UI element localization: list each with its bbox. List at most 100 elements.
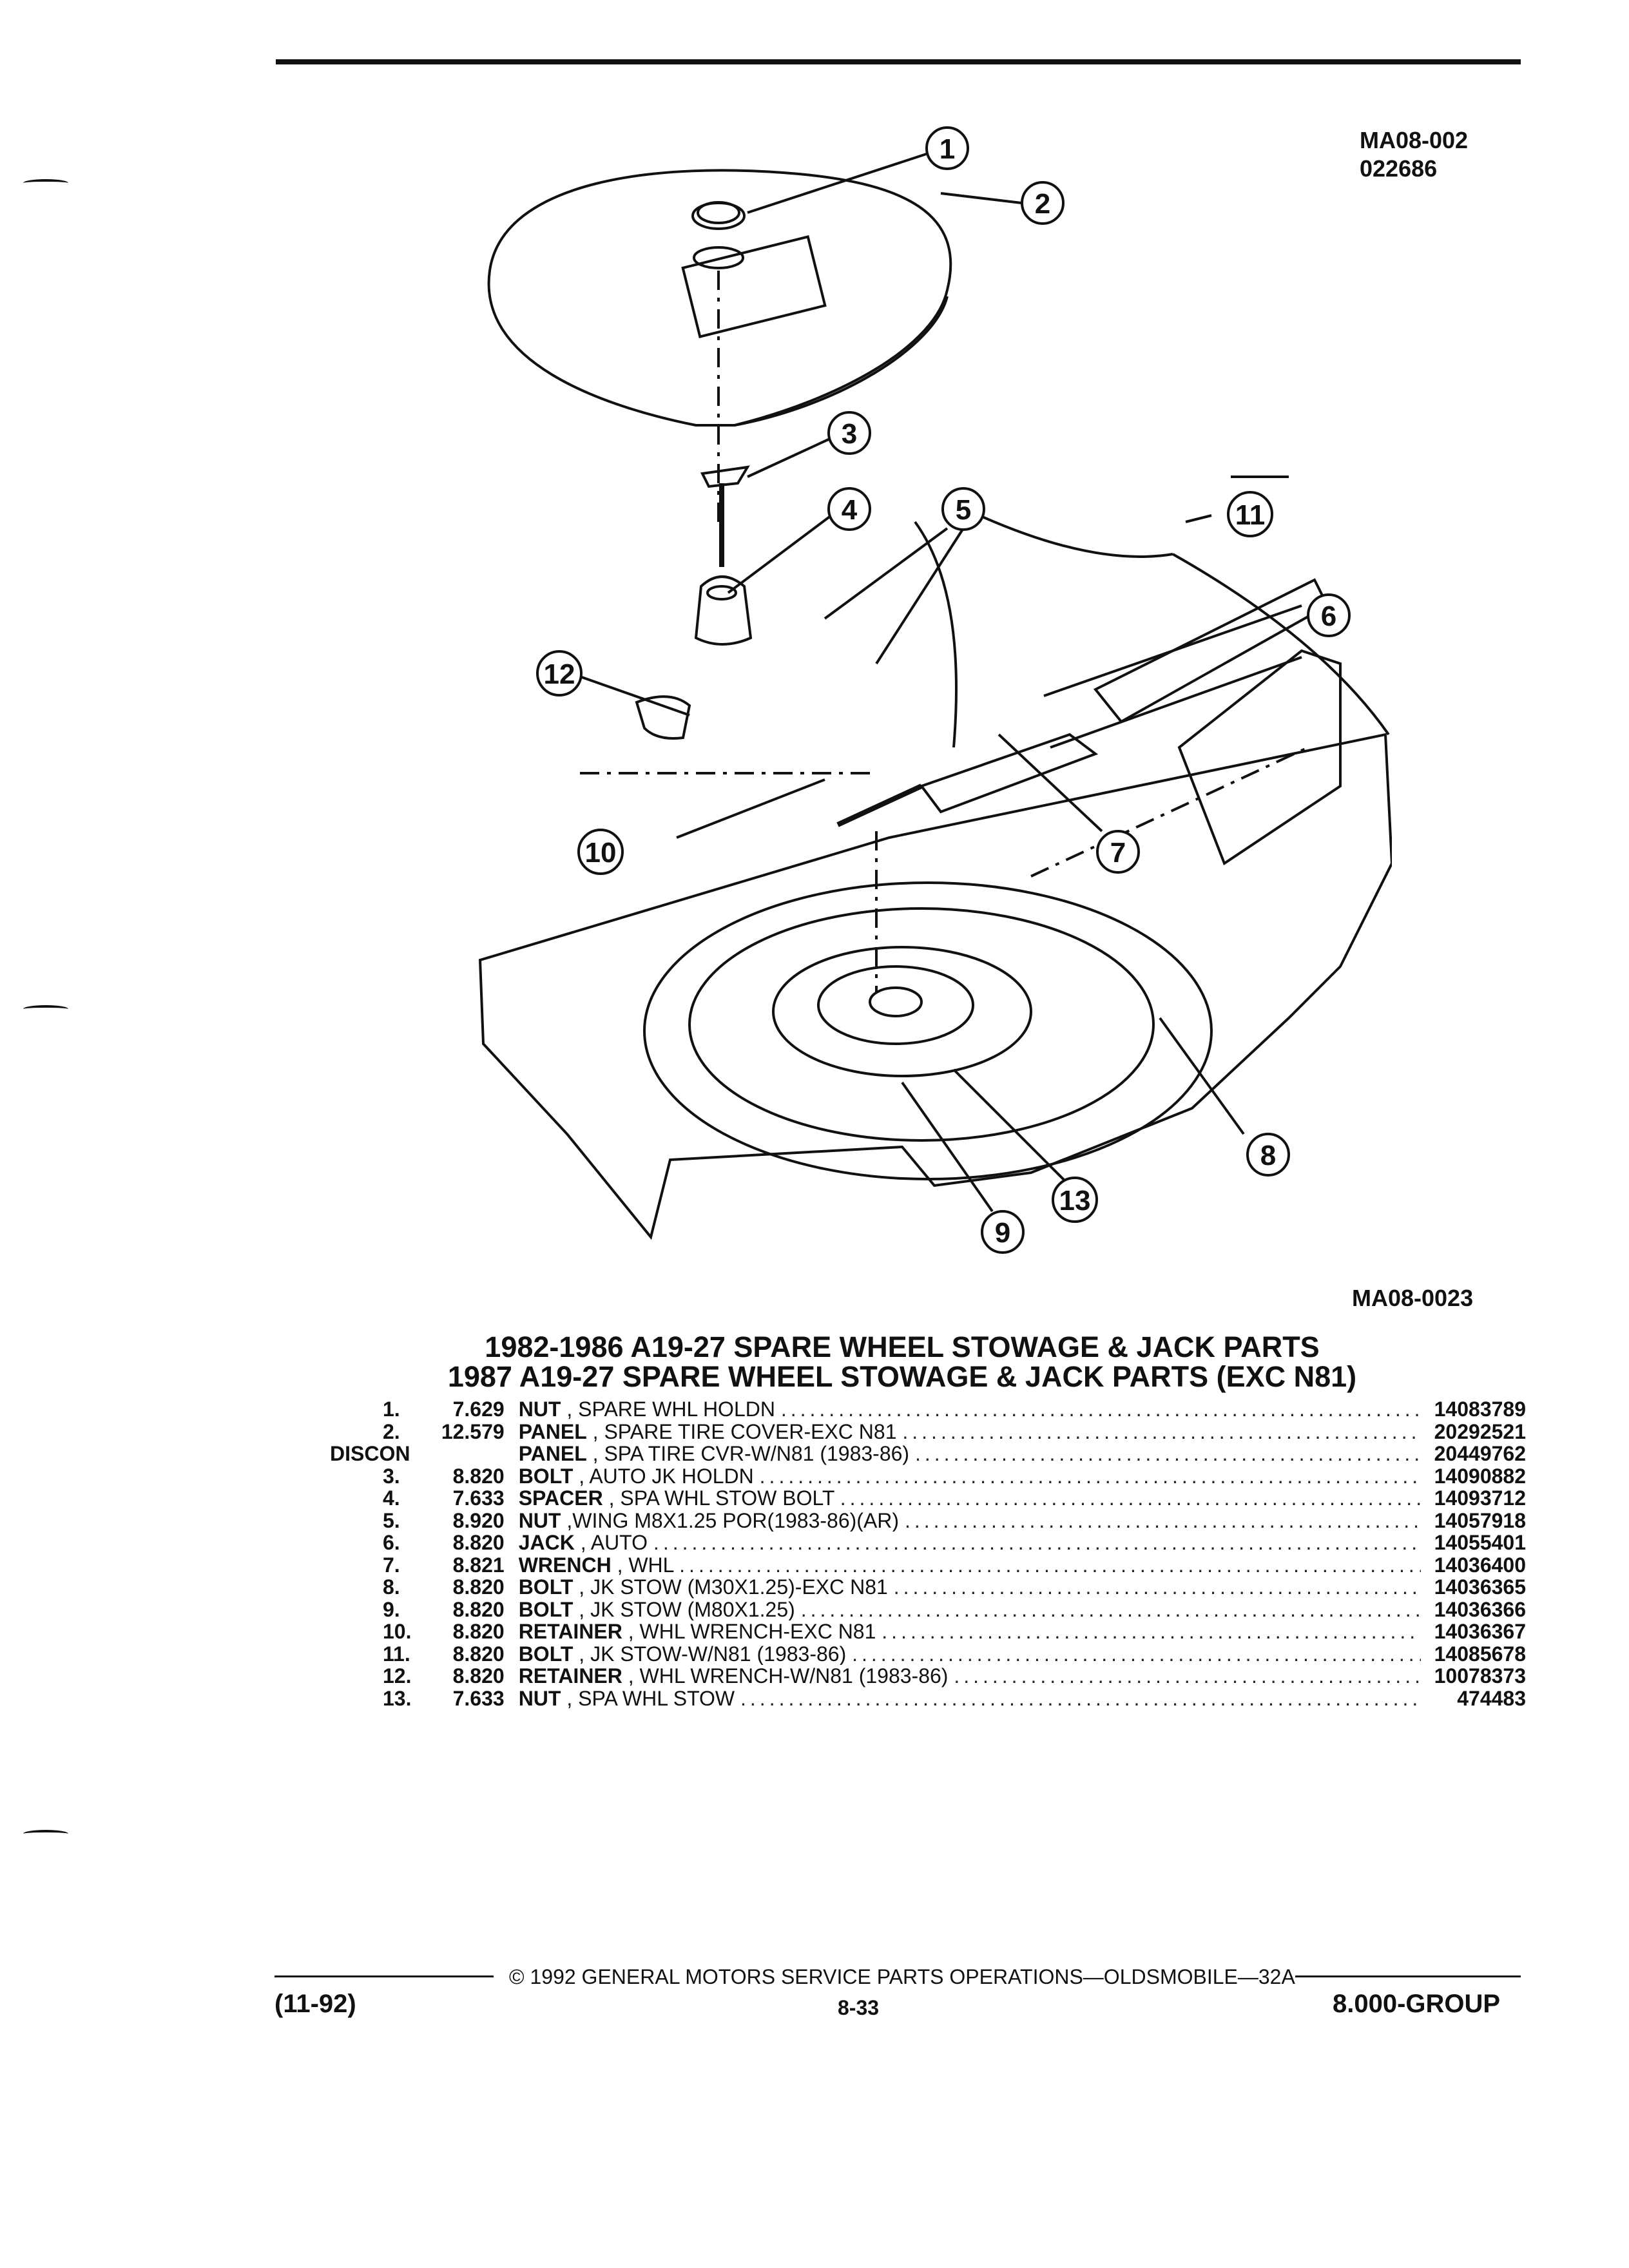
part-number: 20449762 — [1434, 1442, 1526, 1466]
part-number: 14057918 — [1434, 1508, 1526, 1532]
figure-reference: MA08-0023 — [1352, 1285, 1474, 1311]
leader-dots: ........................................… — [852, 1642, 1421, 1665]
part-detail: , AUTO JK HOLDN — [579, 1465, 754, 1487]
part-description: RETAINER , WHL WRENCH-EXC N81 ..........… — [519, 1620, 1421, 1643]
callout-9: 9 — [981, 1210, 1025, 1254]
leader-dots: ........................................… — [840, 1487, 1421, 1510]
leader-dots: ........................................… — [904, 1509, 1421, 1532]
item-number: 10. — [383, 1620, 412, 1644]
part-detail: , SPA TIRE CVR-W/N81 (1983-86) — [592, 1443, 910, 1465]
part-noun: PANEL — [518, 1443, 587, 1465]
leader-dots: ........................................… — [954, 1665, 1421, 1687]
group-code: 8.820 — [452, 1620, 505, 1644]
svg-text:8: 8 — [1260, 1140, 1276, 1171]
svg-text:7: 7 — [1110, 837, 1126, 869]
item-number: 9. — [383, 1597, 400, 1621]
item-number: 8. — [383, 1575, 400, 1599]
tire-cover-panel — [487, 169, 952, 427]
leader-dots: ........................................… — [800, 1598, 1421, 1620]
group-code: 7.633 — [452, 1686, 505, 1710]
part-number: 14090882 — [1434, 1464, 1526, 1488]
item-number: 2. — [383, 1419, 400, 1443]
callout-8: 8 — [1246, 1133, 1290, 1177]
item-number: 7. — [383, 1553, 400, 1577]
part-detail: , SPA WHL STOW — [566, 1687, 735, 1709]
part-number: 14036366 — [1434, 1597, 1526, 1621]
group-code: 8.820 — [452, 1664, 505, 1688]
parts-row: 10. 8.820 RETAINER , WHL WRENCH-EXC N81 ..… — [303, 1620, 1526, 1643]
svg-text:13: 13 — [1059, 1185, 1091, 1216]
item-number: 4. — [383, 1486, 400, 1510]
part-description: JACK , AUTO ............................… — [519, 1532, 1421, 1554]
section-title: 1987 A19-27 SPARE WHEEL STOWAGE & JACK P… — [447, 1360, 1357, 1393]
spare-tire — [643, 881, 1213, 1180]
group-code: 12.579 — [441, 1419, 505, 1443]
svg-text:12: 12 — [544, 658, 575, 690]
part-number: 14036367 — [1434, 1620, 1526, 1644]
callout-10: 10 — [577, 829, 624, 875]
svg-text:4: 4 — [842, 494, 858, 526]
parts-row: 2. 12.579 PANEL , SPARE TIRE COVER-EXC N81… — [303, 1421, 1526, 1443]
part-detail: , WHL WRENCH-EXC N81 — [628, 1620, 876, 1643]
footer-rule-right — [1295, 1975, 1521, 1977]
callout-2: 2 — [1021, 181, 1065, 225]
svg-text:6: 6 — [1321, 601, 1336, 632]
part-detail: , JK STOW-W/N81 (1983-86) — [579, 1642, 847, 1665]
part-noun: BOLT — [518, 1642, 574, 1665]
leader-dots: ........................................… — [679, 1553, 1421, 1576]
group-code: 8.820 — [452, 1597, 505, 1621]
top-rule — [276, 59, 1521, 64]
part-detail: ,WING M8X1.25 POR(1983-86)(AR) — [566, 1509, 900, 1532]
part-detail: , SPA WHL STOW BOLT — [608, 1487, 834, 1510]
part-noun: RETAINER — [518, 1620, 622, 1643]
copyright: © 1992 GENERAL MOTORS SERVICE PARTS OPER… — [509, 1965, 1295, 1988]
svg-text:11: 11 — [1235, 499, 1266, 531]
illustration-date: 022686 — [1360, 155, 1438, 182]
svg-text:10: 10 — [585, 837, 617, 869]
svg-text:3: 3 — [842, 418, 857, 450]
wheel-wrench — [919, 733, 1099, 814]
callout-1: 1 — [925, 126, 969, 170]
callout-3: 3 — [827, 411, 871, 455]
item-number: 3. — [383, 1464, 400, 1488]
part-noun: PANEL — [518, 1420, 587, 1443]
part-description: NUT , SPA WHL STOW .....................… — [519, 1687, 1421, 1710]
group-code: 8.820 — [452, 1575, 505, 1599]
part-detail: , JK STOW (M80X1.25) — [579, 1598, 795, 1620]
part-number: 14093712 — [1434, 1486, 1526, 1510]
revision-date: (11-92) — [275, 1990, 356, 2018]
trunk-floor — [478, 733, 1392, 1240]
group-code: 8.820 — [452, 1642, 505, 1666]
leader-dots: ........................................… — [740, 1687, 1421, 1709]
part-noun: WRENCH — [518, 1553, 612, 1576]
spare-wheel-stowage-illustration: 1 2 3 4 5 6 7 8 9 10 11 12 13 — [478, 126, 1392, 1254]
part-detail: , AUTO — [580, 1532, 648, 1554]
leader-dots: ........................................… — [893, 1576, 1421, 1599]
svg-text:2: 2 — [1035, 188, 1050, 220]
jack — [1093, 578, 1329, 724]
svg-text:9: 9 — [995, 1217, 1010, 1249]
callout-4: 4 — [827, 487, 871, 531]
part-noun: BOLT — [518, 1576, 574, 1599]
part-detail: , WHL WRENCH-W/N81 (1983-86) — [628, 1665, 949, 1687]
part-detail: , WHL — [617, 1553, 674, 1576]
part-number: 20292521 — [1434, 1419, 1526, 1443]
item-number: 12. — [383, 1664, 412, 1688]
callout-12: 12 — [536, 650, 583, 697]
footer-rule-left — [275, 1975, 494, 1977]
part-noun: NUT — [518, 1687, 561, 1709]
part-description: PANEL , SPARE TIRE COVER-EXC N81 .......… — [519, 1421, 1421, 1443]
part-number: 14085678 — [1434, 1642, 1526, 1666]
svg-text:1: 1 — [940, 133, 955, 165]
page-number: 8-33 — [838, 1996, 880, 2019]
part-description: NUT , SPARE WHL HOLDN ..................… — [519, 1398, 1421, 1421]
part-description: BOLT , JK STOW (M30X1.25)-EXC N81 ......… — [519, 1576, 1421, 1599]
callout-13: 13 — [1052, 1177, 1098, 1223]
group-code: 8.920 — [452, 1508, 505, 1532]
